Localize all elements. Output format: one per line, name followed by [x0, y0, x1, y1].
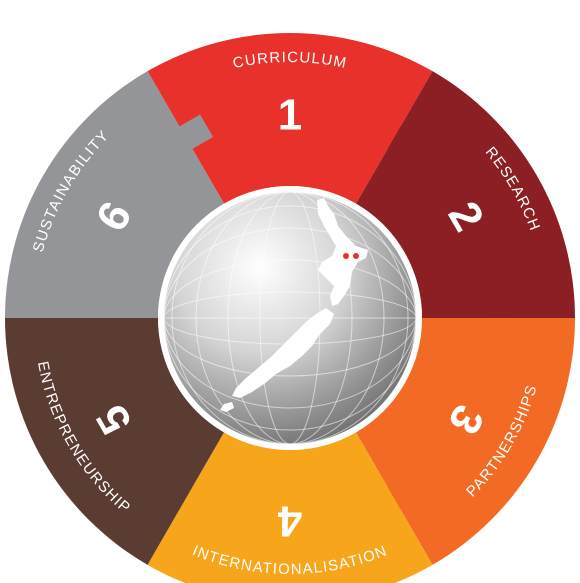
- segment-sustainability: [5, 71, 224, 318]
- segment-research: [356, 71, 575, 318]
- location-marker-2: [353, 253, 359, 259]
- segment-partnerships: [356, 318, 575, 565]
- segment-internationalisation: [147, 432, 433, 583]
- globe-new-zealand-icon: [158, 186, 422, 450]
- segment-label-curriculum: CURRICULUM: [231, 49, 348, 72]
- segment-entrepreneurship: [5, 318, 224, 565]
- segment-number-1: 1: [278, 91, 302, 140]
- puzzle-tab-sustainability: [177, 114, 214, 150]
- location-marker-1: [343, 253, 349, 259]
- new-zealand-stewart-island: [220, 402, 234, 412]
- segment-number-4: 4: [277, 497, 302, 546]
- segment-curriculum: [147, 32, 433, 204]
- segment-group: [5, 32, 575, 583]
- new-zealand-north-island: [317, 198, 368, 306]
- globe-gridlines: [164, 192, 416, 444]
- new-zealand-south-island: [232, 308, 334, 398]
